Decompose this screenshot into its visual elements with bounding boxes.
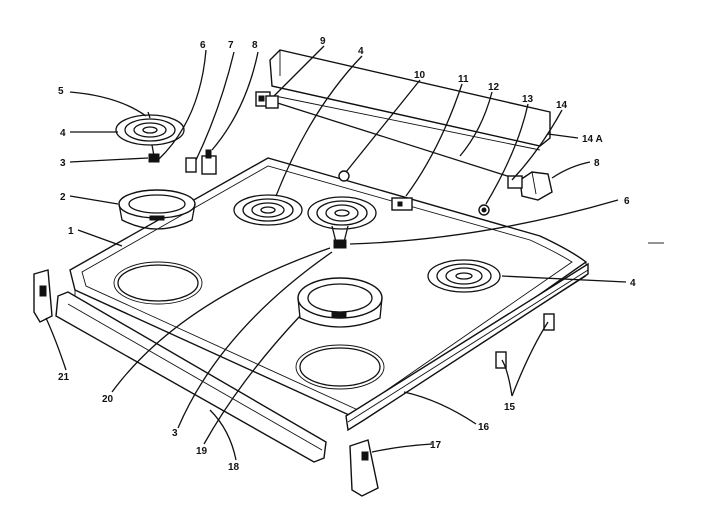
surface-element-left (233, 194, 303, 226)
callout-21: 21 (58, 372, 70, 383)
rail-connector (478, 175, 523, 216)
drip-pan-front (297, 277, 383, 328)
left-end-cap (33, 269, 53, 323)
callout-8: 8 (252, 40, 258, 51)
callout-numbers: 5 4 3 2 1 6 7 8 9 4 10 11 12 13 14 14 A … (58, 36, 636, 473)
callout-4-right: 4 (630, 278, 636, 289)
callout-11: 11 (458, 74, 469, 85)
callout-1: 1 (68, 226, 74, 237)
side-clips (495, 313, 555, 369)
callout-8-right: 8 (594, 158, 600, 169)
callout-2: 2 (60, 192, 66, 203)
surface-element-right (427, 259, 501, 293)
callout-13: 13 (522, 94, 534, 105)
callout-6-right: 6 (624, 196, 630, 207)
callout-20: 20 (102, 394, 114, 405)
callout-7: 7 (228, 40, 234, 51)
callout-16: 16 (478, 422, 490, 433)
leader-lines (45, 45, 627, 461)
callout-15: 15 (504, 402, 516, 413)
surface-element-exploded (115, 111, 185, 163)
callout-12: 12 (488, 82, 500, 93)
side-trim (345, 262, 589, 432)
callout-17: 17 (430, 440, 442, 451)
element-receptacle (185, 149, 413, 211)
front-trim (55, 291, 327, 463)
callout-5: 5 (58, 86, 64, 97)
callout-14: 14 (556, 100, 568, 111)
callout-10: 10 (414, 70, 426, 81)
left-rail-bracket (255, 91, 279, 109)
callout-18: 18 (228, 462, 240, 473)
callout-6: 6 (200, 40, 206, 51)
callout-19: 19 (196, 446, 208, 457)
callout-14a: 14 A (582, 134, 603, 145)
right-end-cap (519, 171, 553, 201)
back-rail (267, 49, 551, 181)
front-end-cap (349, 439, 379, 497)
callout-3-bottom: 3 (172, 428, 178, 439)
callout-4-top: 4 (358, 46, 364, 57)
callout-3: 3 (60, 158, 66, 169)
burner-openings (113, 261, 385, 390)
callout-4: 4 (60, 128, 66, 139)
callout-9: 9 (320, 36, 326, 47)
surface-element-center (307, 196, 377, 249)
drip-pan-exploded (118, 189, 196, 230)
